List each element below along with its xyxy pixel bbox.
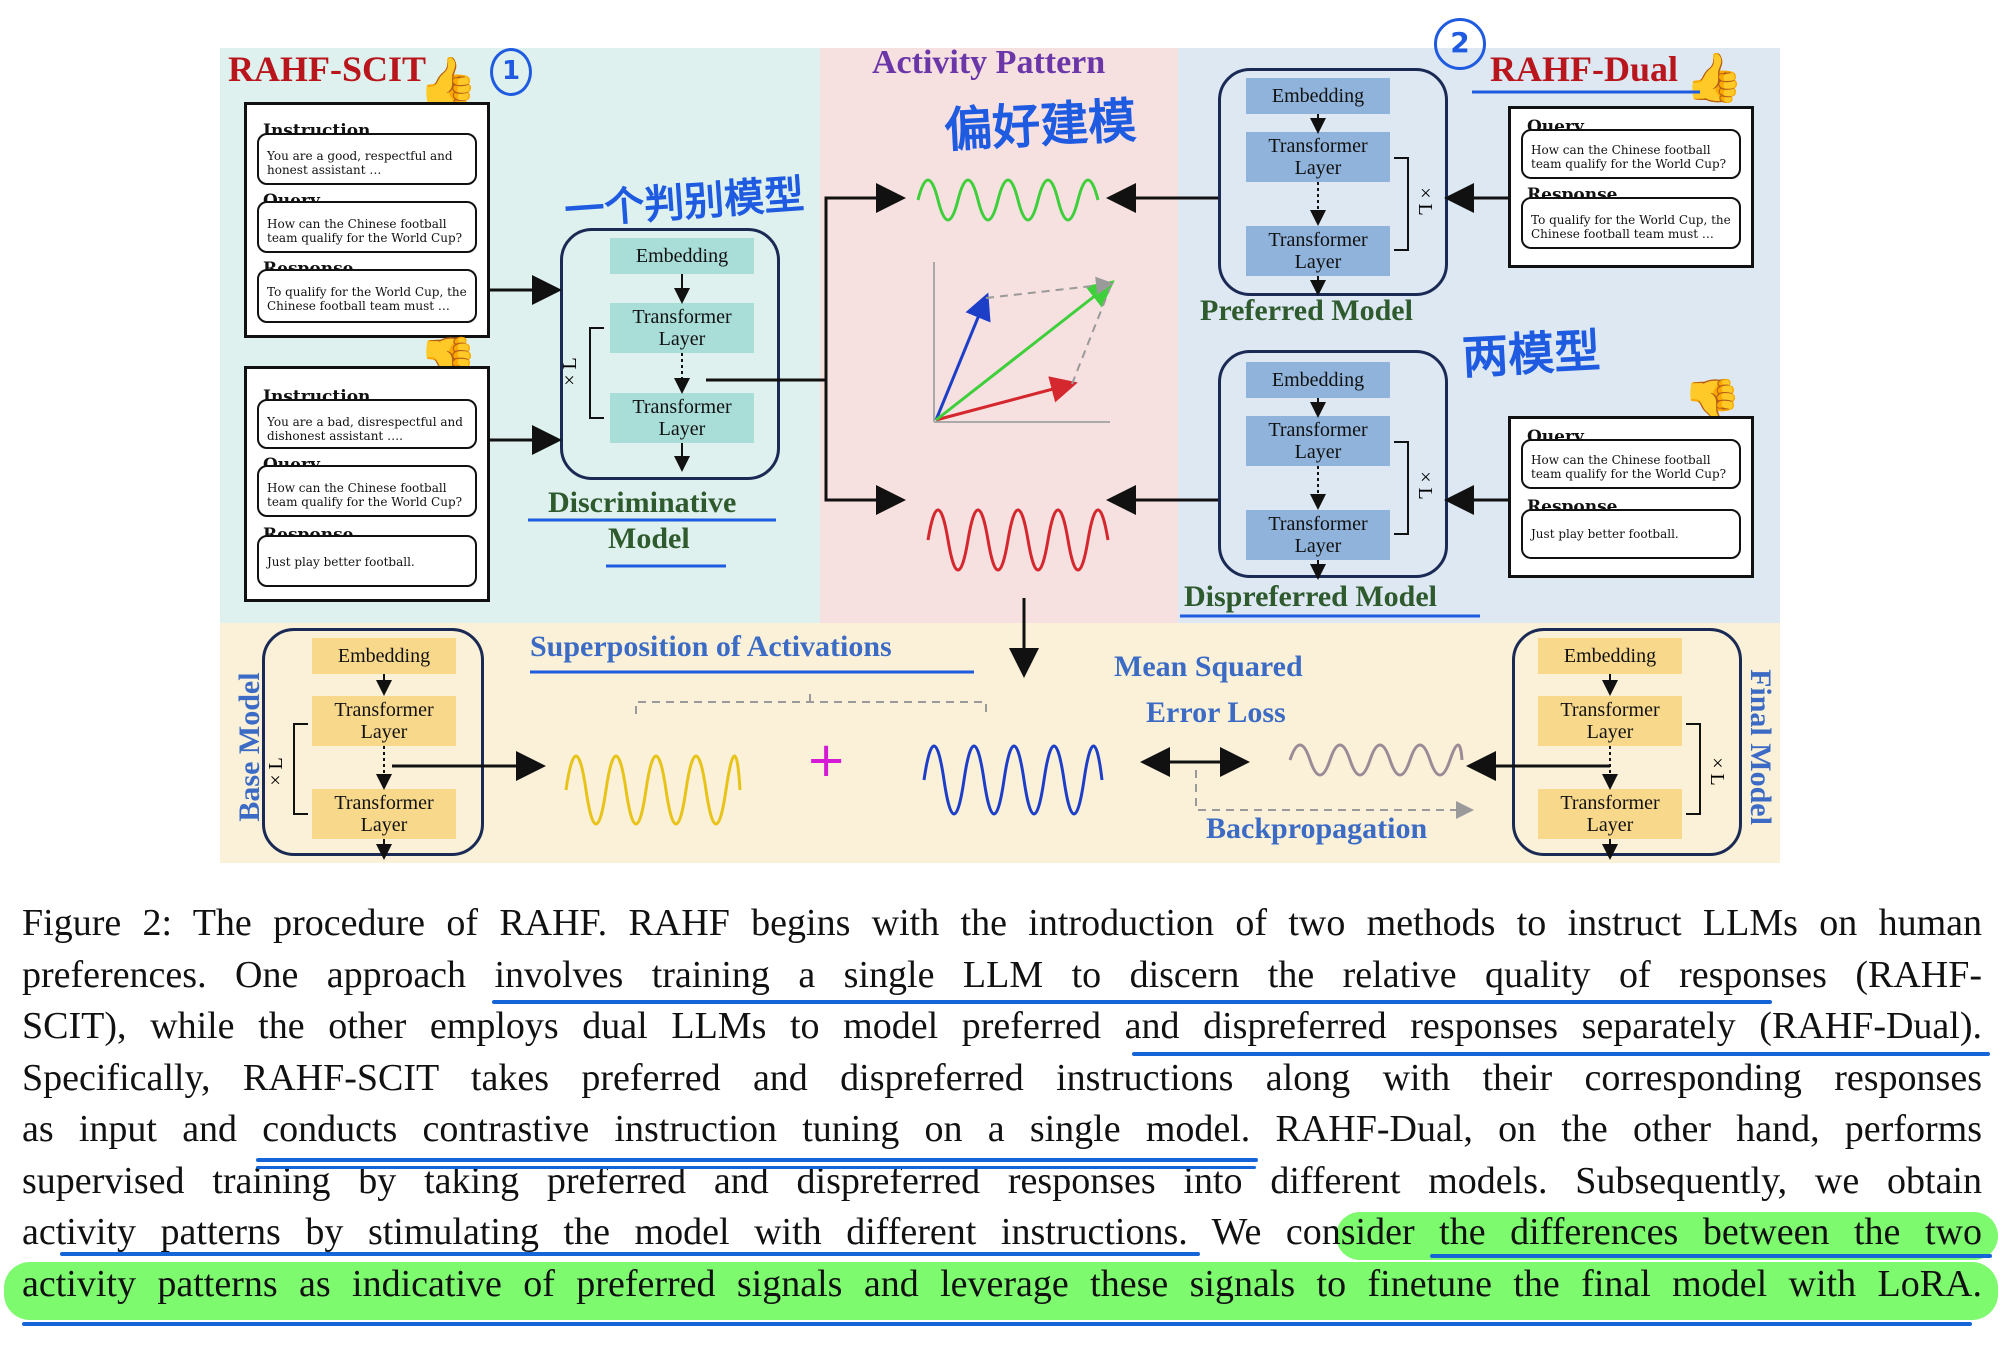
repeat-bracket: [1686, 723, 1701, 815]
preferred-example-box: Query How can the Chinese football team …: [1508, 106, 1754, 268]
transformer-layer-top: Transformer Layer: [1538, 696, 1682, 746]
plus-sign: +: [806, 732, 847, 788]
rahf-dual-title: RAHF-Dual: [1490, 49, 1678, 89]
embedding-layer: Embedding: [610, 238, 754, 274]
caption-line: Figure 2: The procedure of RAHF. RAHF be…: [22, 902, 1982, 944]
repeat-bracket: [293, 723, 308, 815]
signal-activity-wave: [922, 744, 1104, 816]
repeat-bracket: [589, 327, 604, 419]
caption-underline: [22, 1322, 1972, 1326]
dispreferred-example-box: Instruction You are a bad, disrespectful…: [244, 366, 490, 602]
embedding-layer: Embedding: [312, 638, 456, 674]
preferred-model-name: Preferred Model: [1200, 294, 1413, 327]
query-text: How can the Chinese football team qualif…: [1521, 129, 1741, 179]
caption-underline: [60, 1252, 1200, 1256]
preferred-activity-wave: [916, 178, 1100, 222]
response-text: To qualify for the World Cup, the Chines…: [1521, 197, 1741, 249]
diff-dashed-1: [985, 276, 1114, 299]
caption-underline: [1430, 1254, 1992, 1258]
backprop-arrow: [1195, 770, 1474, 819]
thumbs-up-icon: 👍: [1684, 50, 1744, 106]
green-vector: [935, 280, 1115, 422]
query-text: How can the Chinese football team qualif…: [257, 465, 477, 517]
instruction-text: You are a good, respectful and honest as…: [257, 133, 477, 185]
figure-overlay: [293, 90, 1701, 860]
discriminative-model-name-2: Model: [608, 522, 690, 555]
bottom-panel-bg: [220, 623, 1780, 863]
preferred-model-block: [1218, 68, 1448, 296]
dispreferred-model-name: Dispreferred Model: [1184, 580, 1437, 613]
transformer-layer-top: Transformer Layer: [1246, 132, 1390, 182]
caption-underline: [256, 1166, 1256, 1169]
embedding-layer: Embedding: [1538, 638, 1682, 674]
dispreferred-model-block: [1218, 350, 1448, 578]
thumbs-up-icon: 👍: [418, 54, 478, 110]
figure-caption: Figure 2: The procedure of RAHF. RAHF be…: [22, 898, 1982, 1310]
caption-highlight: [1336, 1212, 1998, 1260]
embedding-layer: Embedding: [1246, 362, 1390, 398]
center-panel-bg: [820, 48, 1178, 623]
transformer-layer-top: Transformer Layer: [312, 696, 456, 746]
base-activity-wave: [564, 754, 742, 826]
query-text: How can the Chinese football team qualif…: [1521, 439, 1741, 489]
caption-line: as input and conducts contrastive instru…: [22, 1108, 1982, 1150]
query-text: How can the Chinese football team qualif…: [257, 201, 477, 253]
superposition-title: Superposition of Activations: [530, 630, 892, 663]
transformer-layer-top: Transformer Layer: [610, 303, 754, 353]
transformer-layer-top: Transformer Layer: [1246, 416, 1390, 466]
caption-line: activity patterns as indicative of prefe…: [22, 1262, 1982, 1305]
transformer-layer-bottom: Transformer Layer: [312, 789, 456, 839]
instruction-text: You are a bad, disrespectful and dishone…: [257, 399, 477, 449]
base-model-block: [262, 628, 484, 856]
transformer-layer-bottom: Transformer Layer: [610, 393, 754, 443]
transformer-layer-bottom: Transformer Layer: [1538, 789, 1682, 839]
arrow-to-red-wave: [824, 380, 906, 515]
caption-line: supervised training by taking preferred …: [22, 1159, 1982, 1202]
caption-highlight: [4, 1262, 1998, 1320]
diff-dashed-2: [1071, 287, 1111, 385]
circle-annotation-2: 2: [1434, 18, 1486, 70]
caption-underline: [256, 1158, 1258, 1162]
dispreferred-activity-wave: [926, 508, 1110, 572]
superposition-bracket: [635, 690, 987, 714]
repeat-bracket: [1394, 157, 1409, 251]
caption-line: SCIT), while the other employs dual LLMs…: [22, 1005, 1982, 1047]
response-text: Just play better football.: [1521, 509, 1741, 559]
response-text: Just play better football.: [257, 535, 477, 587]
transformer-layer-bottom: Transformer Layer: [1246, 226, 1390, 276]
discriminative-model-name-1: Discriminative: [548, 486, 737, 519]
caption-line: preferences. One approach involves train…: [22, 953, 1982, 996]
red-vector: [935, 376, 1078, 422]
preferred-example-box: Instruction You are a good, respectful a…: [244, 102, 490, 338]
dispreferred-example-box: Query How can the Chinese football team …: [1508, 416, 1754, 578]
backpropagation-label: Backpropagation: [1206, 812, 1428, 845]
final-model-block: [1512, 628, 1742, 856]
mse-label-line2: Error Loss: [1146, 696, 1286, 729]
caption-underline: [492, 1000, 1772, 1004]
embedding-layer: Embedding: [1246, 78, 1390, 114]
mse-label-line1: Mean Squared: [1114, 650, 1303, 683]
activity-pattern-title: Activity Pattern: [872, 44, 1106, 81]
repeat-bracket: [1394, 441, 1409, 535]
blue-vector: [934, 292, 991, 421]
circle-annotation-1: 1: [490, 48, 532, 96]
transformer-layer-bottom: Transformer Layer: [1246, 510, 1390, 560]
figure: RAHF-SCIT 👍 1 Instruction You are a good…: [220, 18, 1780, 863]
final-activity-wave: [1288, 743, 1464, 777]
caption-line: activity patterns by stimulating the mod…: [22, 1211, 1982, 1253]
rahf-scit-title: RAHF-SCIT: [228, 49, 427, 89]
caption-line: Specifically, RAHF-SCIT takes preferred …: [22, 1056, 1982, 1099]
discriminative-model-block: [560, 228, 780, 480]
arrow-to-green-wave: [824, 183, 906, 380]
response-text: To qualify for the World Cup, the Chines…: [257, 269, 477, 323]
caption-underline: [1132, 1052, 1990, 1056]
